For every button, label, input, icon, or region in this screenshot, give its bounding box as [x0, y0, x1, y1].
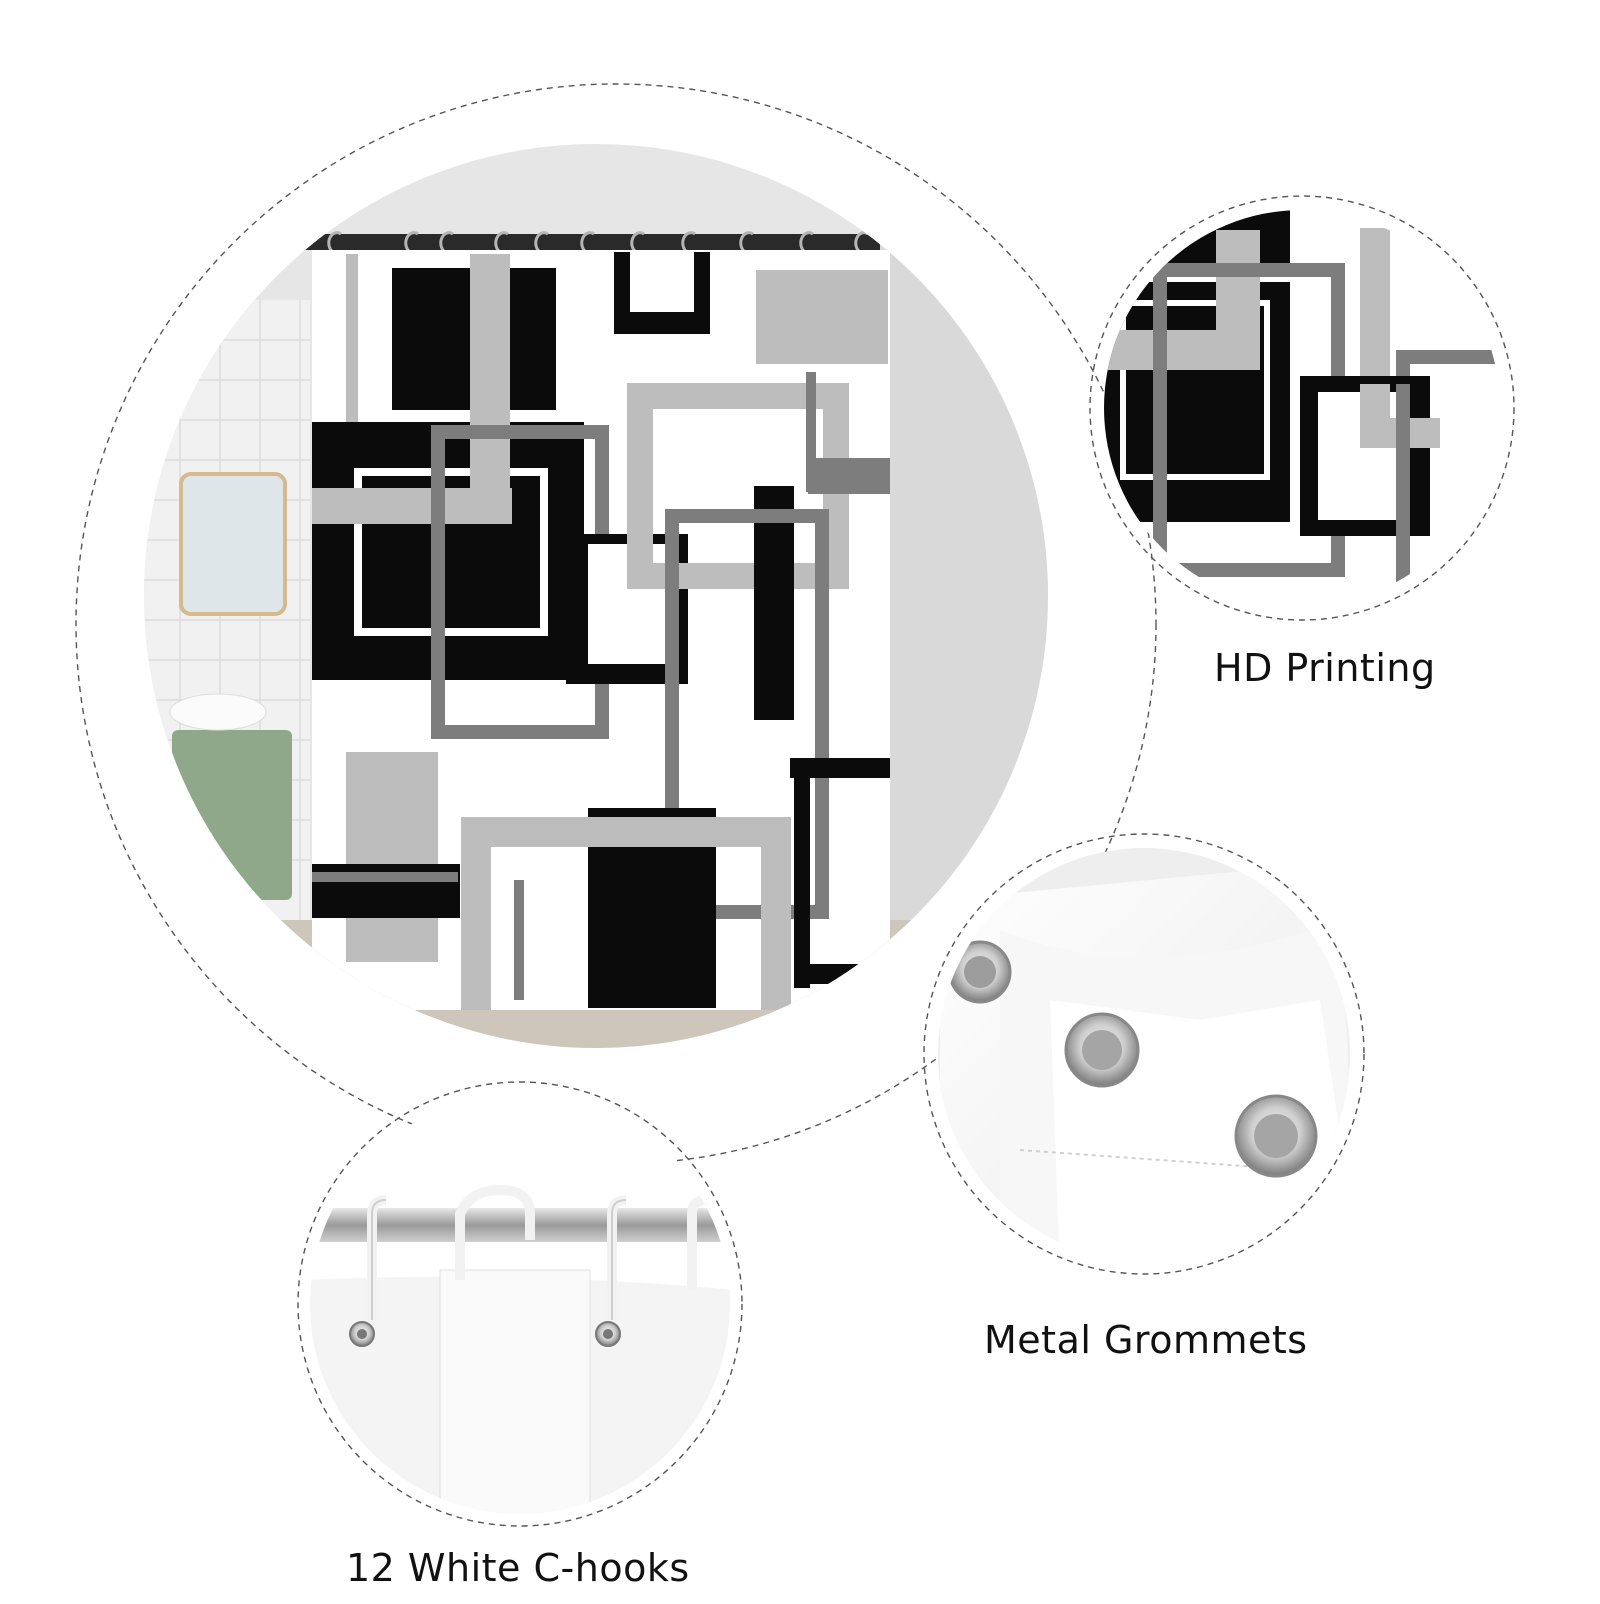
- metal-grommet-icon: [349, 1321, 375, 1347]
- hd-printing-detail: [1104, 210, 1500, 606]
- hd-printing-label: HD Printing: [1214, 646, 1436, 690]
- vanity-cabinet: [172, 730, 292, 900]
- metal-grommet-icon: [948, 940, 1012, 1004]
- metal-grommets-label: Metal Grommets: [984, 1318, 1308, 1362]
- grommets-detail: [938, 848, 1350, 1260]
- hook-row: [327, 231, 869, 254]
- wall-mirror: [179, 472, 287, 616]
- grommets-dashed-ring: [923, 833, 1365, 1275]
- vessel-sink: [169, 693, 267, 731]
- c-hooks-label: 12 White C-hooks: [346, 1546, 690, 1590]
- curtain-rod-icon: [300, 234, 880, 250]
- curtain-rod-icon: [310, 1208, 730, 1242]
- metal-grommet-icon: [595, 1321, 621, 1347]
- metal-grommet-icon: [1064, 1012, 1140, 1088]
- hd-dashed-ring: [1089, 195, 1515, 621]
- hooks-dashed-ring: [297, 1081, 743, 1527]
- metal-grommet-icon: [1234, 1094, 1318, 1178]
- shower-curtain: [312, 250, 890, 1010]
- c-hooks-detail: [310, 1094, 730, 1514]
- main-scene-circle: [144, 144, 1048, 1048]
